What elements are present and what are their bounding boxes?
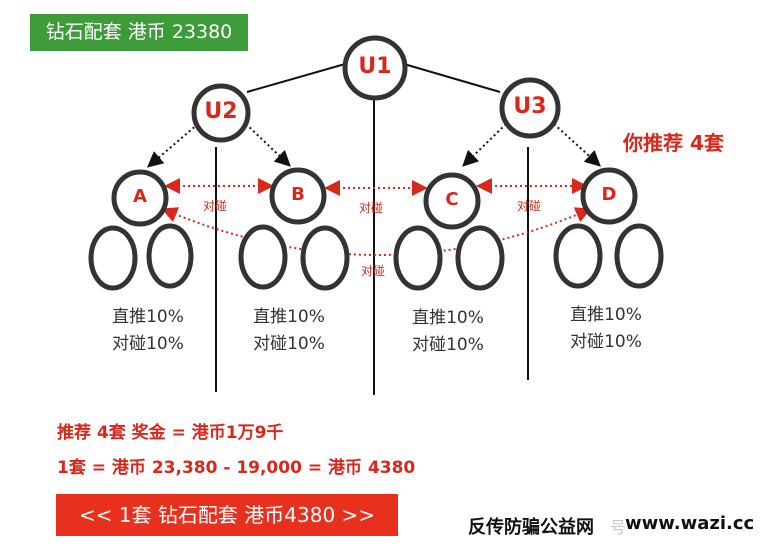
group-c-line1: 直推10% xyxy=(412,308,484,328)
node-b-label: B xyxy=(291,184,305,205)
node-a-circle xyxy=(111,169,169,227)
group-a-labels: 直推10% 对碰10% xyxy=(98,304,198,358)
duipeng-label-bc: 对碰 xyxy=(359,201,384,215)
package-price-button[interactable]: << 1套 钻石配套 港币4380 >> xyxy=(56,494,398,536)
leaf-c1 xyxy=(393,225,443,291)
node-u1-circle xyxy=(342,35,408,101)
line-u1-u3 xyxy=(403,63,501,93)
node-c-label: C xyxy=(445,189,459,210)
line-u1-u2 xyxy=(246,63,346,93)
group-b-line2: 对碰10% xyxy=(253,334,325,354)
package-banner: 钻石配套 港币 23380 xyxy=(30,14,248,51)
group-c-labels: 直推10% 对碰10% xyxy=(398,305,498,359)
group-a-line2: 对碰10% xyxy=(112,334,184,354)
arrow-u2-a xyxy=(146,123,199,168)
calc-line-1: 推荐 4套 奖金 = 港币1万9千 xyxy=(57,423,284,443)
leaf-d2 xyxy=(614,223,664,289)
node-u3-label: U3 xyxy=(513,94,547,119)
group-c-line2: 对碰10% xyxy=(412,335,484,355)
watermark-url: www.wazi.cc xyxy=(625,513,755,534)
recommend-note: 你推荐 4套 xyxy=(623,131,724,155)
leaf-a2 xyxy=(146,223,194,289)
node-a-label: A xyxy=(133,186,147,207)
duipeng-label-cd: 对碰 xyxy=(517,199,542,213)
duipeng-ad-arc xyxy=(161,207,592,256)
node-u2-label: U2 xyxy=(204,99,238,124)
leaf-c2 xyxy=(455,225,505,291)
node-b-circle xyxy=(269,167,327,225)
group-d-labels: 直推10% 对碰10% xyxy=(556,302,656,356)
group-d-line2: 对碰10% xyxy=(570,332,642,352)
node-d-label: D xyxy=(601,184,617,205)
node-d-circle xyxy=(580,167,638,225)
node-u1-label: U1 xyxy=(358,54,392,79)
leaf-b2 xyxy=(300,225,350,291)
node-u2-circle xyxy=(191,83,251,143)
node-c-circle xyxy=(423,172,481,230)
arrow-u3-d xyxy=(553,123,601,167)
leaf-d1 xyxy=(553,223,603,289)
arrow-u2-b xyxy=(245,123,291,167)
group-b-labels: 直推10% 对碰10% xyxy=(239,304,339,358)
calc-line-2: 1套 = 港币 23,380 - 19,000 = 港币 4380 xyxy=(57,458,416,478)
duipeng-label-ab: 对碰 xyxy=(203,199,228,213)
duipeng-label-ad: 对碰 xyxy=(361,264,386,278)
arrow-u3-c xyxy=(462,123,507,167)
node-u3-circle xyxy=(499,77,561,139)
group-d-line1: 直推10% xyxy=(570,305,642,325)
watermark-faded: 号 xyxy=(610,518,627,537)
leaf-a1 xyxy=(88,225,138,291)
group-b-line1: 直推10% xyxy=(253,307,325,327)
group-a-line1: 直推10% xyxy=(112,307,184,327)
leaf-b1 xyxy=(238,224,288,290)
watermark-text: 反传防骗公益网 xyxy=(468,517,594,538)
